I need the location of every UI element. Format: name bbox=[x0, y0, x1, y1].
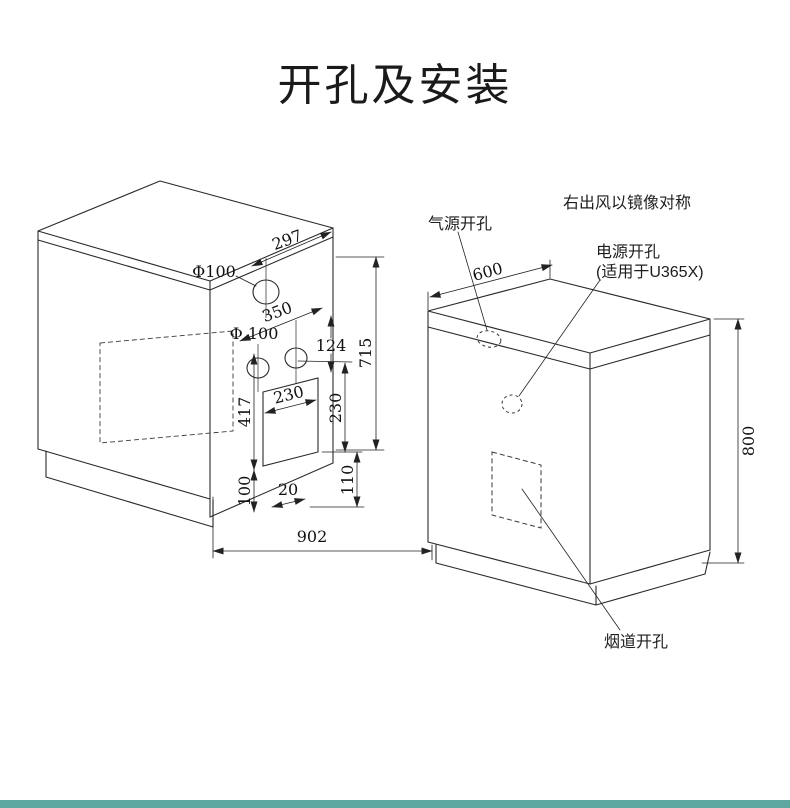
dim-label-715: 715 bbox=[356, 338, 375, 369]
dim-label-297: 297 bbox=[270, 226, 305, 254]
right-cabinet-openings bbox=[476, 330, 542, 529]
panel-opening-rect bbox=[262, 377, 319, 467]
dim-label-230-height: 230 bbox=[326, 393, 345, 424]
left-cabinet-dimension-lines bbox=[212, 231, 433, 561]
dim-label-phi100-top: Φ100 bbox=[192, 262, 236, 281]
right-cabinet-labels: 气源开孔 右出风以镜像对称 电源开孔 (适用于U365X) 烟道开孔 bbox=[428, 193, 704, 651]
dim-label-phi100-mid: Φ 100 bbox=[230, 324, 279, 343]
flue-opening-dashed bbox=[491, 451, 542, 529]
gas-source-hole-dashed bbox=[476, 330, 502, 348]
flue-hole-leader-line bbox=[521, 488, 621, 631]
label-power-hole-model: (适用于U365X) bbox=[596, 263, 704, 281]
power-hole-dashed bbox=[501, 394, 523, 414]
left-cabinet-openings bbox=[246, 258, 319, 467]
dim-label-110: 110 bbox=[338, 465, 357, 496]
label-flue-hole: 烟道开孔 bbox=[604, 633, 668, 651]
dim-label-20: 20 bbox=[278, 480, 298, 499]
dim-label-350: 350 bbox=[260, 298, 295, 326]
label-gas-source-hole: 气源开孔 bbox=[428, 215, 492, 233]
page-title: 开孔及安装 bbox=[278, 61, 513, 110]
left-cabinet-dimension-labels: Φ100 297 Φ 100 350 124 715 417 230 230 1… bbox=[192, 226, 375, 546]
dim-label-124: 124 bbox=[316, 336, 347, 355]
dim-label-417: 417 bbox=[235, 397, 254, 428]
power-hole-leader-line bbox=[518, 279, 601, 397]
right-cabinet-dimension-lines bbox=[427, 231, 745, 631]
dim-label-100: 100 bbox=[235, 476, 254, 507]
left-cabinet-hidden-cavity bbox=[99, 330, 234, 444]
dim-label-600: 600 bbox=[470, 259, 504, 285]
footer-bar bbox=[0, 800, 790, 808]
dim-label-902: 902 bbox=[297, 527, 328, 546]
gas-hole-leader-line bbox=[457, 231, 488, 331]
label-mirror-note: 右出风以镜像对称 bbox=[563, 193, 691, 212]
label-power-hole: 电源开孔 bbox=[596, 243, 660, 261]
dim-label-800: 800 bbox=[739, 426, 758, 457]
